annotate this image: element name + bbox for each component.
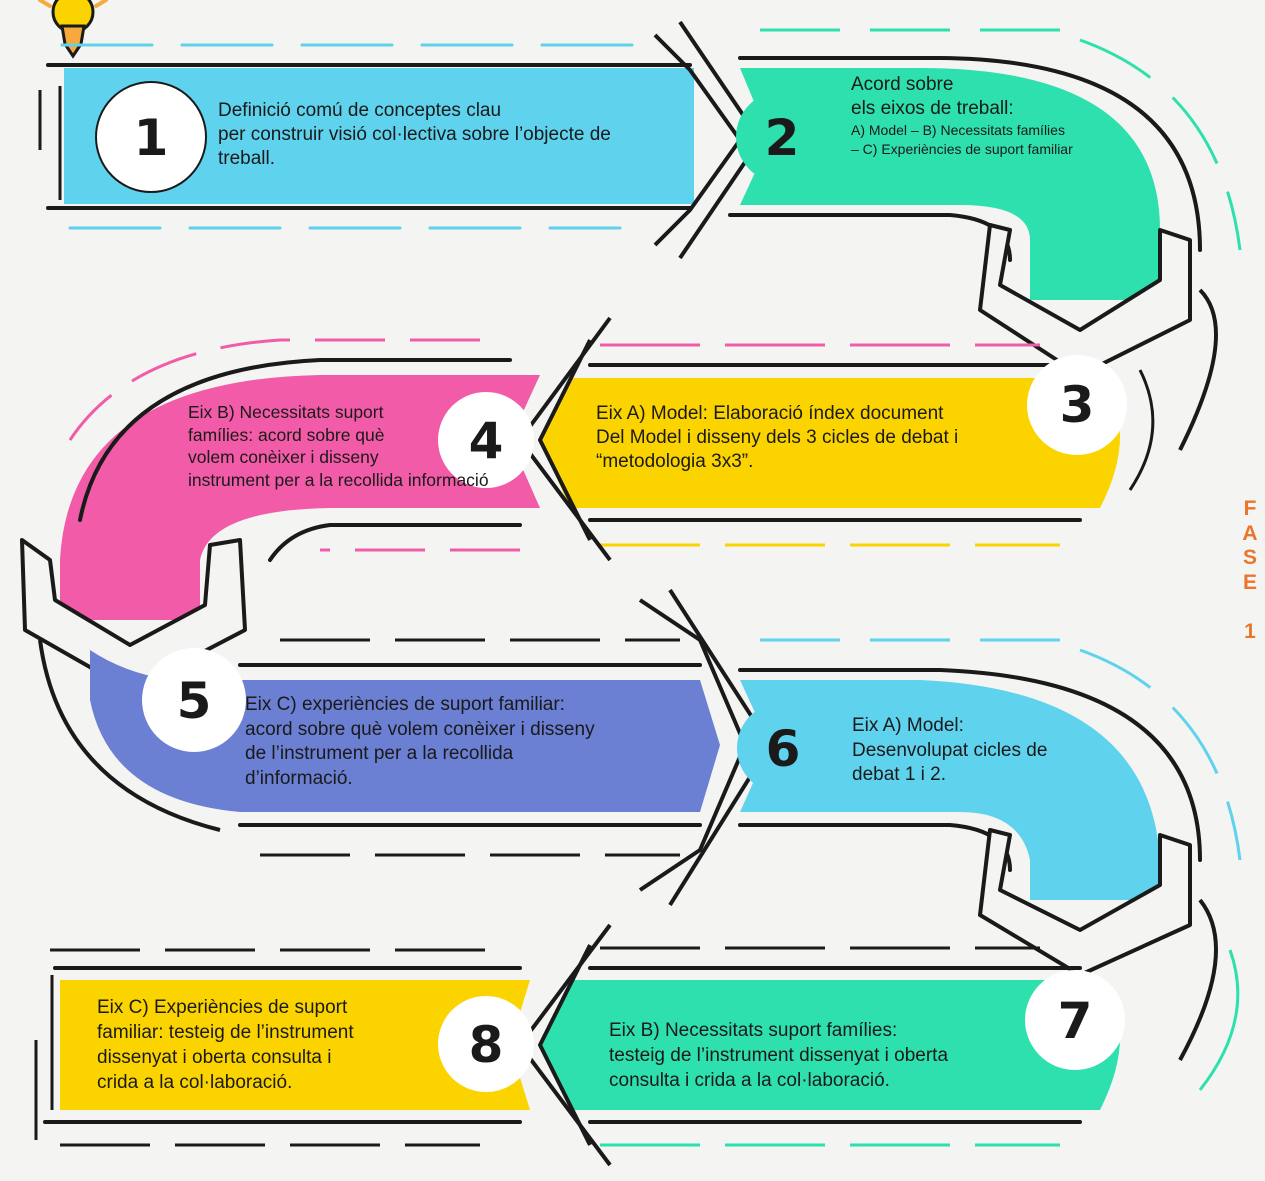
step-5-text: Eix C) experiències de suport familiar: … — [245, 693, 595, 791]
step-3-line: “metodologia 3x3”. — [596, 451, 754, 472]
step-2-subline: A) Model – B) Necessitats famílies — [851, 122, 1065, 138]
step-6-line: Desenvolupat cicles de — [852, 739, 1048, 761]
step-5-number: 5 — [177, 672, 212, 730]
step-3-line: Del Model i disseny dels 3 cicles de deb… — [596, 427, 959, 448]
step-7-line: Eix B) Necessitats suport famílies: — [609, 1020, 898, 1041]
step-2-subline: – C) Experiències de suport familiar — [851, 141, 1073, 157]
phase-letter: S — [1242, 546, 1257, 569]
step-7-text: Eix B) Necessitats suport famílies: test… — [609, 1018, 948, 1093]
step-6-text: Eix A) Model: Desenvolupat cicles de deb… — [852, 714, 1047, 788]
step-7-number: 7 — [1058, 992, 1093, 1050]
step-1-line: Definició comú de conceptes clau — [218, 100, 502, 121]
step-3-line: Eix A) Model: Elaboració índex document — [596, 403, 944, 424]
step-8-text: Eix C) Experiències de suport familiar: … — [97, 995, 354, 1095]
step-2-line: Acord sobre — [851, 74, 954, 95]
step-4-arrow — [20, 338, 540, 692]
step-8-line: familiar: testeig de l’instrument — [97, 1022, 354, 1043]
phase-label: F A S E 1 — [1238, 497, 1262, 644]
step-5-line: acord sobre què volem conèixer i disseny — [245, 718, 595, 740]
step-3-text: Eix A) Model: Elaboració índex document … — [596, 402, 958, 474]
step-3-arrow — [518, 288, 1218, 562]
step-6-number: 6 — [766, 720, 801, 778]
step-3-number: 3 — [1060, 376, 1095, 434]
step-2-number: 2 — [765, 109, 800, 167]
step-2-marker: 2 — [736, 91, 828, 183]
step-5-line: Eix C) experiències de suport familiar: — [245, 694, 565, 715]
step-5-marker: 5 — [142, 648, 246, 752]
step-2-arrow — [728, 28, 1242, 377]
phase-letter: E — [1242, 570, 1257, 594]
phase-letter — [1238, 595, 1262, 620]
phase-letter: 1 — [1244, 619, 1256, 643]
step-3-marker: 3 — [1027, 355, 1127, 455]
step-4-number: 4 — [469, 412, 504, 470]
step-8-line: crida a la col·laboració. — [97, 1072, 293, 1093]
step-4-line: volem conèixer i disseny — [188, 447, 379, 467]
step-8-number: 8 — [469, 1016, 504, 1074]
step-2-text: Acord sobre els eixos de treball: A) Mod… — [851, 73, 1073, 159]
step-8-line: dissenyat i oberta consulta i — [97, 1047, 332, 1068]
step-2-line: els eixos de treball: — [851, 98, 1014, 119]
phase-letter: A — [1242, 521, 1258, 545]
step-8-arrow — [34, 948, 530, 1147]
step-7-line: consulta i crida a la col·laboració. — [609, 1070, 890, 1091]
step-6-arrow — [738, 638, 1242, 977]
step-7-line: testeig de l’instrument dissenyat i ober… — [609, 1045, 949, 1066]
step-4-line: famílies: acord sobre què — [188, 424, 385, 445]
step-6-marker: 6 — [737, 702, 829, 794]
step-1-number: 1 — [134, 109, 169, 167]
step-5-line: de l’instrument per a la recollida — [245, 743, 514, 764]
step-6-line: Eix A) Model: — [852, 715, 964, 736]
step-1-line: per construir visió col·lectiva sobre l’… — [218, 124, 611, 145]
step-6-line: debat 1 i 2. — [852, 764, 947, 785]
step-8-line: Eix C) Experiències de suport — [97, 997, 348, 1018]
step-4-text: Eix B) Necessitats suport famílies: acor… — [188, 401, 489, 491]
step-5-line: d’informació. — [245, 767, 353, 789]
step-1-text: Definició comú de conceptes clau per con… — [218, 99, 611, 171]
step-4-line: Eix B) Necessitats suport — [188, 402, 384, 422]
phase-letter: F — [1243, 497, 1257, 520]
step-7-marker: 7 — [1025, 970, 1125, 1070]
step-4-marker: 4 — [438, 392, 534, 488]
lightbulb-pencil-icon — [38, 0, 108, 59]
step-1-line: treball. — [218, 148, 276, 169]
step-8-marker: 8 — [438, 996, 534, 1092]
step-4-line: instrument per a la recollida informació — [188, 469, 489, 490]
step-1-marker: 1 — [95, 81, 207, 193]
